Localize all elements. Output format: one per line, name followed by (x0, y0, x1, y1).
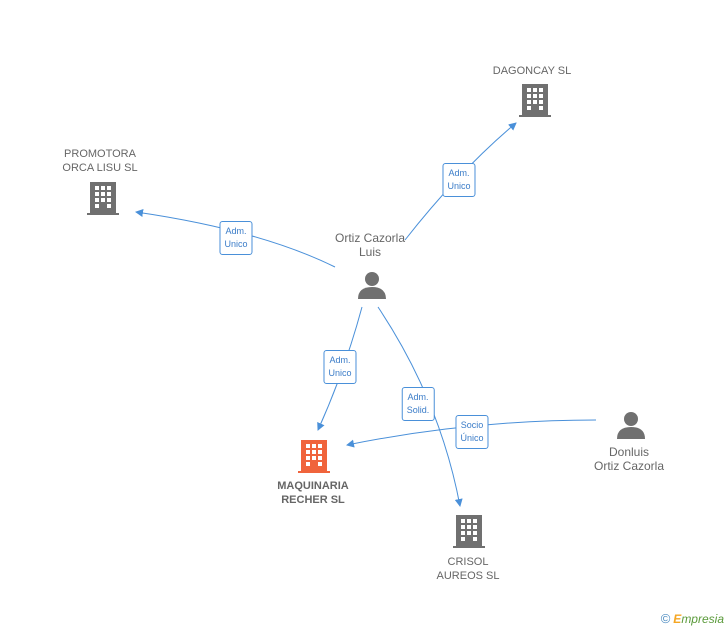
node-label-line: MAQUINARIA (277, 480, 349, 492)
node-label-line: PROMOTORA (64, 148, 136, 160)
brand-rest: mpresia (681, 612, 724, 626)
person-icon-ortiz[interactable] (358, 272, 386, 299)
node-label-maquinaria[interactable]: MAQUINARIA RECHER SL (277, 479, 349, 507)
edge-label-line: Adm. (448, 168, 470, 178)
edge-label-ortiz-promotora[interactable]: Adm. Unico (219, 221, 253, 255)
node-label-line: DAGONCAY SL (492, 65, 572, 77)
edge-label-ortiz-maquinaria[interactable]: Adm. Unico (323, 350, 357, 384)
node-label-line: Donluis (608, 445, 650, 459)
brand-initial: E (673, 612, 682, 626)
node-label-line: ORCA LISU SL (62, 162, 138, 174)
edge-label-donluis-maquinaria[interactable]: Socio Único (455, 415, 489, 449)
node-label-promotora[interactable]: PROMOTORA ORCA LISU SL (62, 147, 137, 175)
edge-label-ortiz-dagoncay[interactable]: Adm. Unico (442, 163, 476, 197)
node-label-line: Ortiz Cazorla (334, 231, 406, 245)
person-icon-donluis[interactable] (617, 412, 645, 439)
empresia-brand[interactable]: ©Empresia (661, 611, 724, 626)
node-label-donluis[interactable]: Donluis Ortiz Cazorla (594, 445, 664, 473)
node-label-dagoncay[interactable]: DAGONCAY SL (493, 64, 571, 78)
node-label-crisol[interactable]: CRISOL AUREOS SL (437, 555, 500, 583)
edge-label-ortiz-crisol[interactable]: Adm. Solid. (401, 387, 435, 421)
building-icon-promotora[interactable] (87, 182, 119, 215)
node-label-line: CRISOL (447, 556, 489, 568)
node-label-ortiz[interactable]: Ortiz Cazorla Luis (335, 231, 405, 259)
edge-label-line: Unico (447, 181, 471, 191)
edge-label-line: Unico (224, 239, 248, 249)
edge-label-line: Adm. (329, 355, 351, 365)
copyright-icon: © (660, 611, 671, 626)
edge-label-line: Adm. (407, 392, 429, 402)
node-label-line: Luis (358, 245, 382, 259)
building-icon-crisol[interactable] (453, 515, 485, 548)
edge-label-line: Socio (460, 420, 484, 430)
node-label-line: RECHER SL (281, 494, 345, 506)
edge-label-line: Adm. (225, 226, 247, 236)
building-icon-dagoncay[interactable] (519, 84, 551, 117)
building-icon-maquinaria[interactable] (298, 440, 330, 473)
edge-label-line: Solid. (406, 405, 430, 415)
edge-label-line: Unico (328, 368, 352, 378)
node-label-line: AUREOS SL (436, 570, 500, 582)
node-label-line: Ortiz Cazorla (593, 459, 665, 473)
edge-label-line: Único (460, 433, 484, 443)
